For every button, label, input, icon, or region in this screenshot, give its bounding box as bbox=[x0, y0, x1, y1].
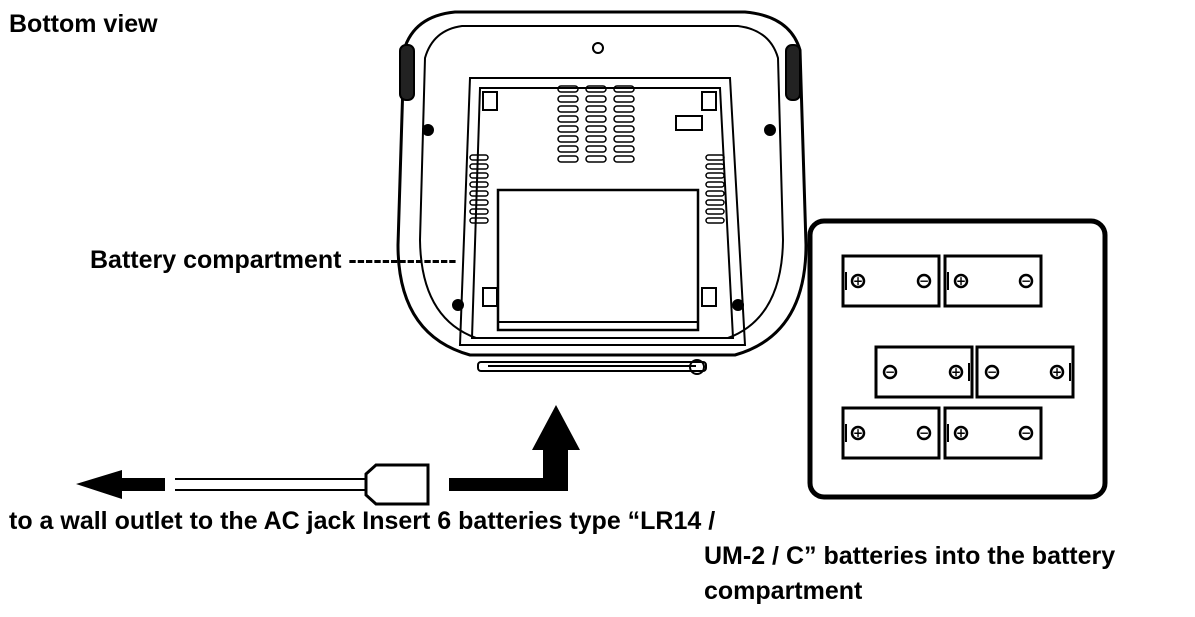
bent-up-arrow-icon bbox=[449, 405, 580, 491]
svg-text:+: + bbox=[956, 426, 966, 440]
instruction-line-2: UM-2 / C” batteries into the battery bbox=[704, 542, 1116, 570]
battery-cell bbox=[841, 406, 941, 460]
right-vents bbox=[705, 154, 725, 224]
svg-text:+: + bbox=[853, 274, 863, 288]
svg-text:+: + bbox=[853, 426, 863, 440]
battery-cell bbox=[943, 406, 1043, 460]
svg-text:−: − bbox=[919, 274, 929, 288]
svg-text:−: − bbox=[885, 365, 895, 379]
diagram-title: Bottom view bbox=[9, 10, 158, 38]
top-screw bbox=[592, 42, 604, 54]
battery-cell bbox=[943, 254, 1043, 308]
battery-cell bbox=[975, 345, 1075, 399]
instruction-line-1: to a wall outlet to the AC jack Insert 6… bbox=[9, 507, 716, 535]
svg-text:+: + bbox=[1052, 365, 1062, 379]
svg-text:−: − bbox=[987, 365, 997, 379]
svg-text:+: + bbox=[956, 274, 966, 288]
battery-cell bbox=[874, 345, 974, 399]
svg-text:+: + bbox=[951, 365, 961, 379]
svg-text:−: − bbox=[1021, 426, 1031, 440]
left-arrow-icon bbox=[76, 470, 165, 499]
svg-text:−: − bbox=[919, 426, 929, 440]
device-bottom-view bbox=[396, 10, 808, 375]
battery-compartment-label: Battery compartment ------------- bbox=[90, 246, 457, 274]
right-grip bbox=[785, 44, 801, 101]
battery-inset-frame bbox=[807, 218, 1108, 500]
voltage-switch bbox=[675, 115, 703, 131]
instruction-line-3: compartment bbox=[704, 577, 863, 605]
svg-text:−: − bbox=[1021, 274, 1031, 288]
left-vents bbox=[469, 154, 489, 224]
center-vents bbox=[557, 85, 635, 163]
battery-compartment-lid bbox=[496, 188, 700, 332]
battery-cell bbox=[841, 254, 941, 308]
power-cord bbox=[175, 463, 430, 506]
battery-inset bbox=[807, 218, 1108, 500]
ac-plug bbox=[364, 463, 430, 506]
left-grip bbox=[399, 44, 415, 101]
handle-bar bbox=[477, 361, 707, 372]
terminal-symbols: + − + − − + − + + − + − bbox=[853, 274, 1062, 440]
